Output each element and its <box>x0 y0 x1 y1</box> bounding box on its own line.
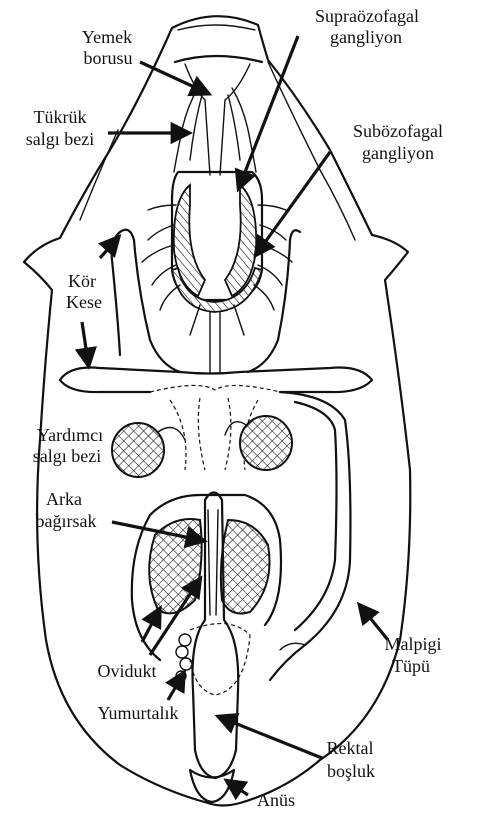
label-yemek-borusu-1: Yemek <box>82 27 132 47</box>
label-yardimci-2: salgı bezi <box>33 446 101 466</box>
label-subozofagal-2: gangliyon <box>362 143 434 163</box>
label-malpigi-2: Tüpü <box>392 656 430 676</box>
label-rektal-2: boşluk <box>327 761 375 781</box>
label-tukruk-1: Tükrük <box>34 107 87 127</box>
label-kor-kese-2: Kese <box>66 292 102 312</box>
label-arka-bagirsak-2: bağırsak <box>36 511 97 531</box>
arrow-kor-kese-up <box>100 240 116 258</box>
accessory-glands <box>112 416 292 477</box>
arrow-ovidukt-1 <box>142 612 158 642</box>
arrow-anus <box>230 783 248 795</box>
label-supraozofagal-1: Supraözofagal <box>315 6 419 26</box>
arrow-subozofagal <box>258 152 330 252</box>
label-supraozofagal-2: gangliyon <box>330 27 402 47</box>
label-subozofagal-1: Subözofagal <box>353 121 443 141</box>
label-yardimci-1: Yardımcı <box>37 425 103 445</box>
label-arka-bagirsak-1: Arka <box>46 489 82 509</box>
label-yemek-borusu-2: borusu <box>84 48 133 68</box>
label-kor-kese-1: Kör <box>68 271 96 291</box>
label-anus: Anüs <box>257 790 295 810</box>
label-yumurtalik: Yumurtalık <box>98 703 179 723</box>
arrow-kor-kese-down <box>82 322 88 362</box>
label-ovidukt: Ovidukt <box>97 661 156 681</box>
gastric-caeca <box>60 230 372 470</box>
label-tukruk-2: salgı bezi <box>26 129 94 149</box>
foregut <box>174 56 262 175</box>
arrow-yumurtalik <box>168 676 182 700</box>
label-malpigi-1: Malpigi <box>385 634 442 654</box>
label-rektal-1: Rektal <box>327 738 374 758</box>
ganglion-region <box>142 172 292 372</box>
